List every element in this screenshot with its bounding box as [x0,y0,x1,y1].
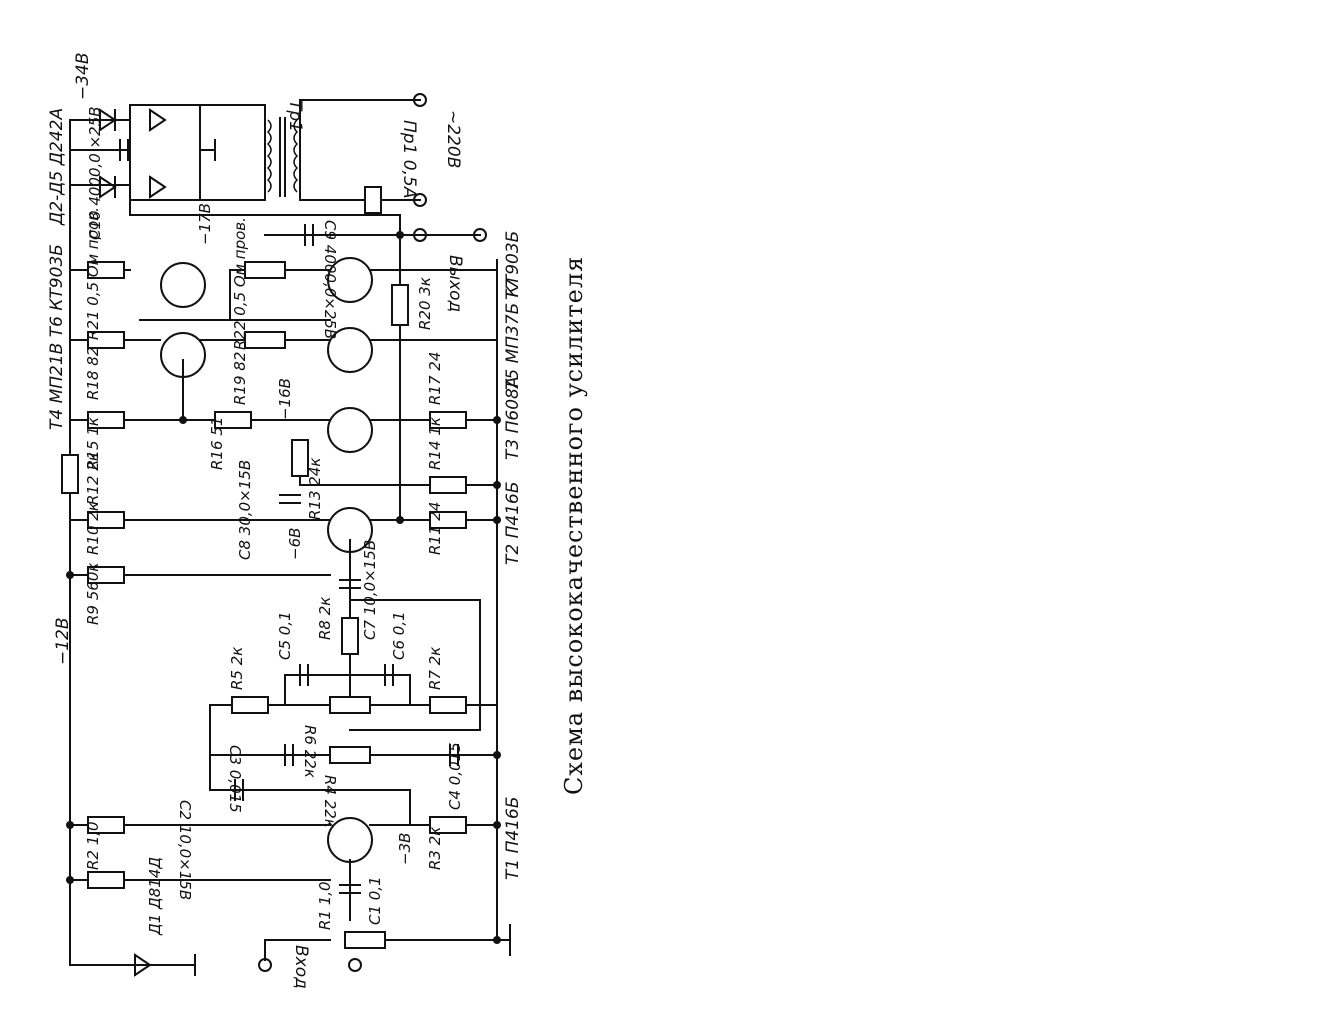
label-r4: R4 22к [321,775,339,828]
label-r12: R12 2к [84,452,102,505]
label-c4: C4 0,015 [446,742,464,810]
transistors [160,257,373,863]
label-c6: C6 0,1 [390,611,408,660]
label-r18: R18 82 [84,347,102,400]
label-r20: R20 3к [416,277,434,330]
capacitors [119,139,459,894]
label-r1: R1 1,0 [316,881,334,930]
label-r8: R8 2к [316,597,334,640]
label-t1: Т1 П416Б [503,797,523,881]
label-t4-t6: Т4 МП21В Т6 КТ903Б [47,244,67,430]
label-r15: R15 1к [84,417,102,470]
label-r7: R7 2к [426,647,444,690]
transformer [266,117,299,197]
caption: Схема высококачественного усилителя [560,256,588,795]
label-c9: C9 4000,0×25В [321,220,339,339]
label-r16: R16 51 [208,417,226,470]
label-v17: −17В [196,203,214,245]
label-c1: C1 0,1 [366,876,384,925]
label-r22: R22 0,5 Ом пров. [231,217,249,350]
label-r3: R3 2к [426,827,444,870]
diodes [99,108,167,977]
label-r2: R2 1,0 [84,821,102,870]
label-r13: R13 24к [306,458,324,520]
terminals [258,93,487,972]
label-v6: −6В [286,528,304,560]
label-r9: R9 560к [84,563,102,625]
label-t2: Т2 П416Б [503,482,523,566]
label-r17: R17 24 [426,352,444,405]
label-v3: −3В [396,833,414,865]
label-r21: R21 0,5 Ом пров. [84,207,102,340]
label-output: Выход [445,255,465,312]
label-minus34: −34В [73,52,93,100]
resistors [61,186,467,949]
label-fuse: Пр1 0,5А [399,120,419,198]
label-mains: ~220В [443,110,463,168]
label-r19: R19 82 [231,352,249,405]
label-c7: C7 10,0×15В [361,540,379,640]
label-c8: C8 30,0×15В [236,460,254,560]
label-input: Вход [291,945,311,989]
label-c3: C3 0,015 [226,745,244,813]
label-d1: Д1 Д814Д [146,857,164,936]
label-t7: Т7 [503,279,523,300]
label-transformer: Тр1 [285,100,305,132]
label-r10: R10 2к [84,502,102,555]
label-t3: Т3 П608А [503,377,523,460]
label-v16: −16В [276,378,294,420]
junction-dots [66,231,501,944]
label-minus12: −12В [53,617,73,665]
label-c5: C5 0,1 [276,611,294,660]
label-c10: C10 4000,0 ×25В [86,106,104,240]
label-diodes: Д2-Д5 Д242А [47,108,67,226]
label-r5: R5 2к [228,647,246,690]
labels: Т4 МП21В Т6 КТ903Б Д2-Д5 Д242А −34В −12В… [47,52,588,988]
label-t5-t7: Т5 МП37Б КТ903Б [503,231,523,390]
label-r6: R6 22к [301,725,319,778]
label-r14: R14 1к [426,417,444,470]
label-r11: R11 24 [426,502,444,555]
label-c2: C2 10,0×15В [176,800,194,900]
